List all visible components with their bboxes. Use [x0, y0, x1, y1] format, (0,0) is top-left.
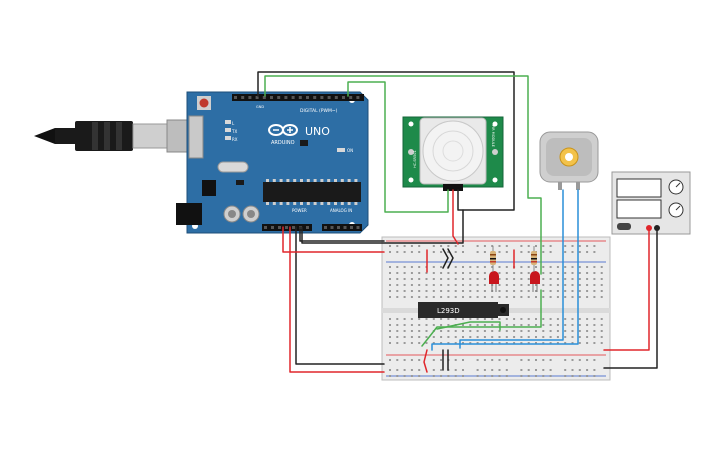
l-label: L: [232, 121, 235, 126]
usb-cable[interactable]: [34, 119, 190, 153]
digital-label: DIGITAL (PWM~): [300, 108, 338, 114]
crystal: [217, 161, 249, 173]
reset-button-cap[interactable]: [199, 98, 209, 108]
wire-green: [436, 321, 501, 331]
power-label: POWER: [292, 208, 307, 213]
analog-header[interactable]: [322, 224, 362, 231]
rx-label: RX: [232, 137, 238, 142]
led-2[interactable]: [530, 271, 540, 292]
power-jack: [176, 203, 202, 225]
voltage-display: [616, 178, 662, 198]
usb-jack: [188, 115, 204, 159]
pir-label-right: PIR MODULE: [491, 125, 495, 147]
wire-black: [301, 209, 464, 244]
wire-red: [282, 226, 385, 253]
power-switch[interactable]: [617, 223, 631, 230]
gnd-label: GND: [256, 105, 264, 109]
resistor-2[interactable]: [531, 246, 537, 272]
atmega-chip: [263, 182, 361, 202]
wire-red: [423, 349, 428, 373]
digital-header[interactable]: [232, 94, 364, 101]
pir-sensor[interactable]: HC-SR501 PIR MODULE: [402, 116, 504, 191]
wire-black: [295, 226, 385, 365]
arduino-model-text: UNO: [305, 125, 330, 138]
wire-black: [257, 71, 515, 211]
wire-black: [442, 248, 449, 269]
wire-blue: [431, 189, 579, 351]
pir-dome-icon: [422, 120, 484, 182]
power-supply[interactable]: [611, 171, 691, 235]
wire-green: [347, 81, 449, 213]
current-display: [616, 199, 662, 219]
push-button[interactable]: [497, 304, 509, 316]
wire-black: [603, 227, 658, 369]
voltage-regulator: [202, 180, 216, 196]
wire-green: [264, 75, 542, 275]
wire-black: [299, 226, 385, 242]
breadboard-holes[interactable]: [389, 245, 603, 377]
led-1[interactable]: [489, 271, 499, 292]
pir-label-left: HC-SR501: [413, 150, 417, 168]
wire-red: [603, 227, 650, 351]
tx-label: TX: [231, 129, 237, 134]
dc-motor[interactable]: [539, 131, 599, 190]
wire-green: [421, 289, 542, 347]
arduino-logo-icon: [268, 124, 298, 136]
on-label: ON: [347, 148, 353, 153]
wire-black: [447, 248, 454, 269]
arduino-brand-text: ARDUINO: [271, 140, 295, 146]
wires[interactable]: [257, 71, 658, 373]
analog-label: ANALOG IN: [330, 208, 352, 213]
resistor-1[interactable]: [490, 246, 496, 272]
l293d-label: L293D: [437, 307, 460, 315]
wire-red: [289, 226, 385, 373]
l293d-chip[interactable]: L293D: [418, 302, 498, 318]
pir-pin-header[interactable]: [443, 184, 463, 191]
wire-red: [452, 189, 459, 245]
arduino-board[interactable]: ARDUINO UNO L TX RX ON DIGITAL (PWM~) GN…: [176, 91, 369, 234]
